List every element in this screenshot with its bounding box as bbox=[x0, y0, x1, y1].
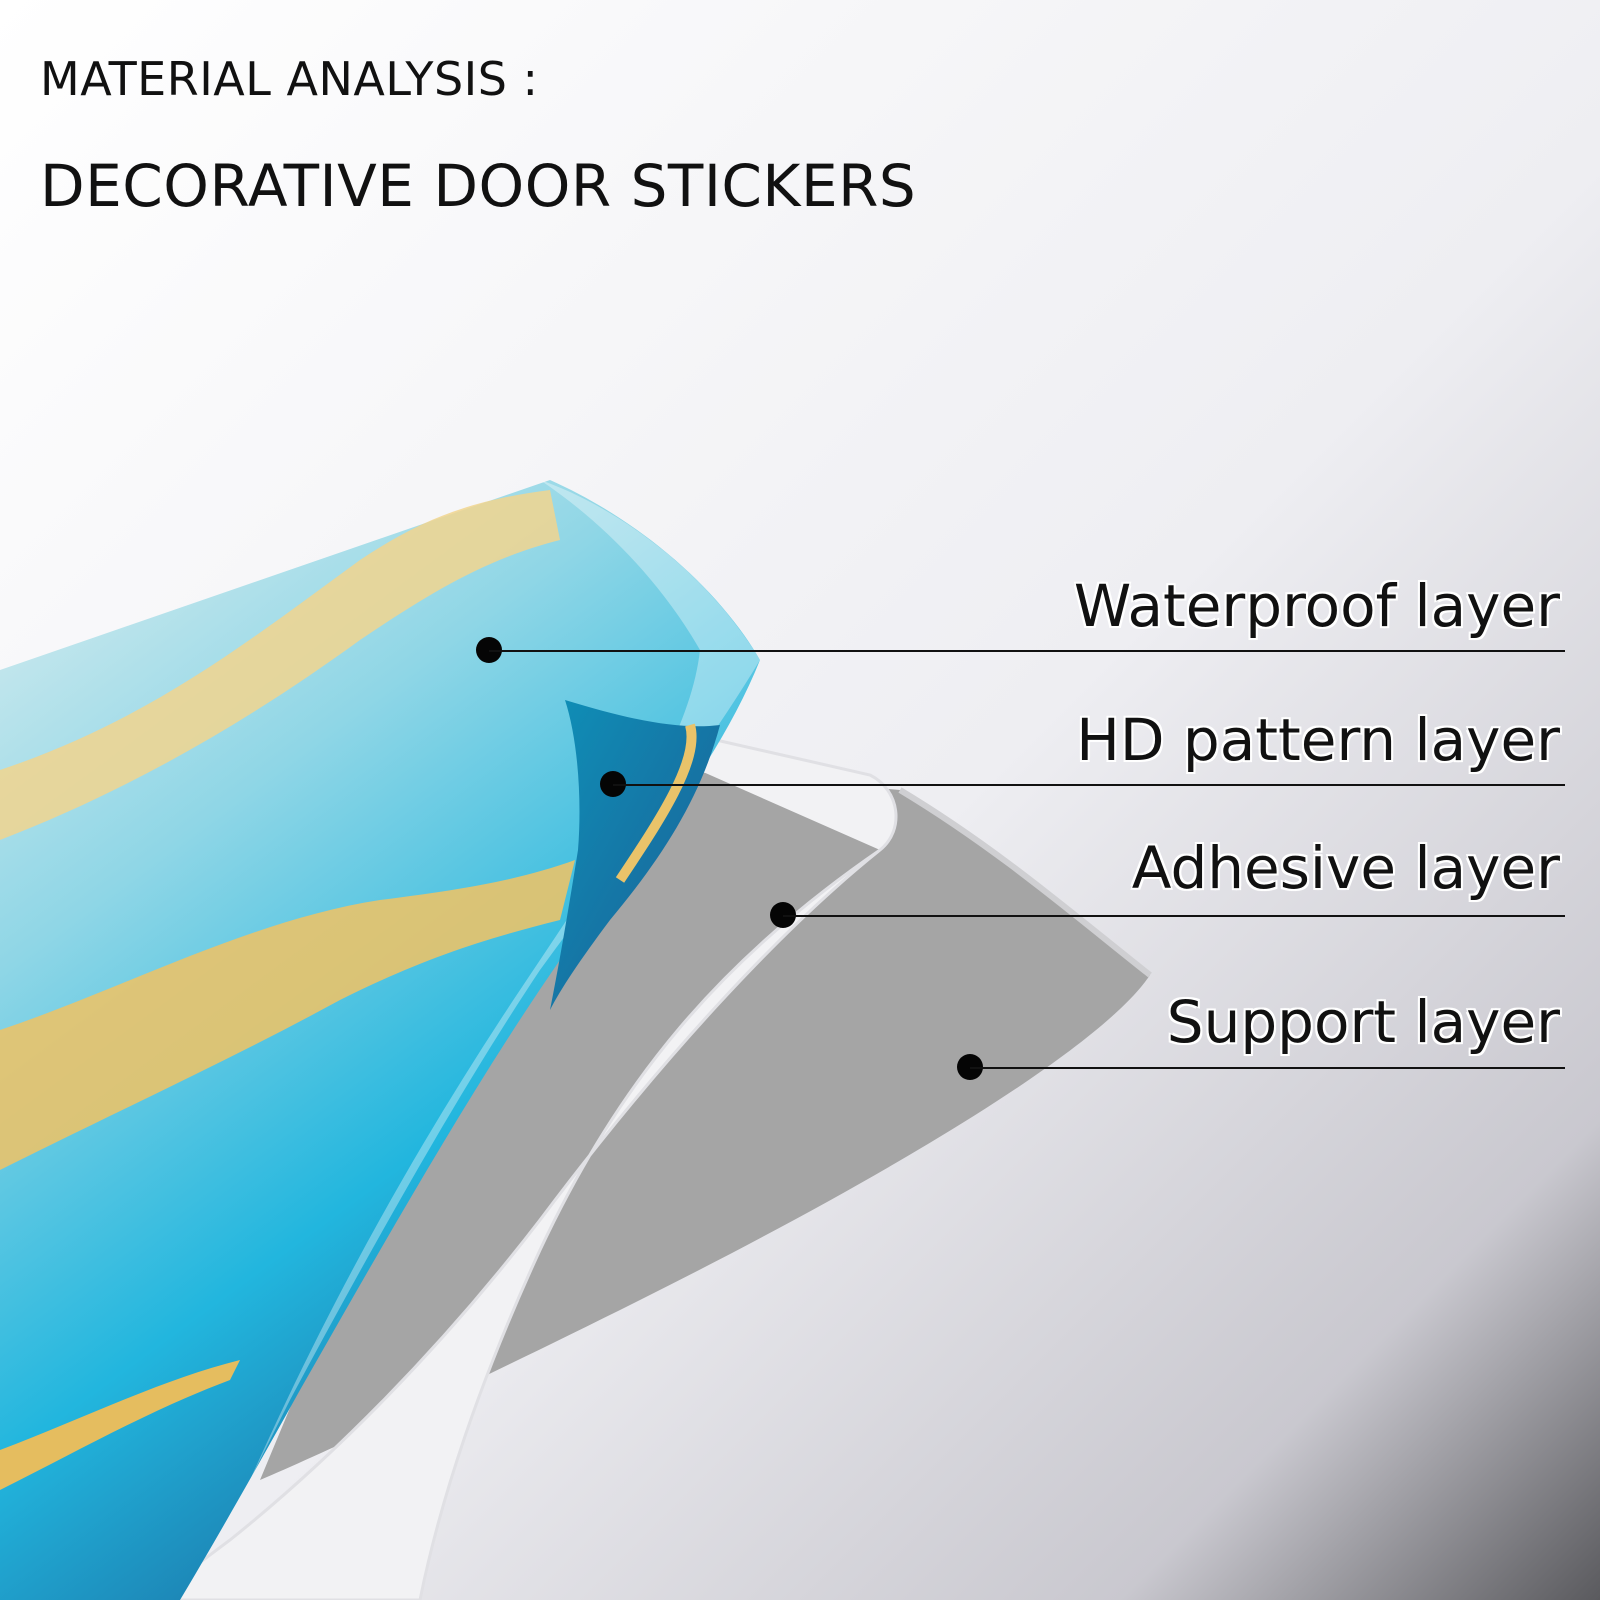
header-line-2: DECORATIVE DOOR STICKERS bbox=[40, 152, 917, 220]
adhesive-layer-sheet bbox=[147, 698, 898, 1600]
support-layer-edge bbox=[898, 787, 1152, 978]
leader-line bbox=[970, 1067, 1565, 1069]
marble-sheet bbox=[0, 480, 760, 1600]
leader-line bbox=[783, 915, 1565, 917]
gold-vein bbox=[0, 1360, 240, 1490]
gold-vein bbox=[0, 860, 575, 1170]
waterproof-gloss bbox=[250, 480, 760, 1480]
label-support-layer: Support layer bbox=[1166, 988, 1560, 1056]
gold-vein bbox=[0, 490, 560, 840]
header-line-1: MATERIAL ANALYSIS : bbox=[40, 52, 539, 106]
hd-curl-gold-edge bbox=[615, 723, 697, 883]
leader-line bbox=[613, 784, 1565, 786]
leader-line bbox=[489, 650, 1565, 652]
label-hd-pattern-layer: HD pattern layer bbox=[1076, 706, 1560, 774]
label-adhesive-layer: Adhesive layer bbox=[1131, 834, 1560, 902]
label-waterproof-layer: Waterproof layer bbox=[1073, 572, 1560, 640]
